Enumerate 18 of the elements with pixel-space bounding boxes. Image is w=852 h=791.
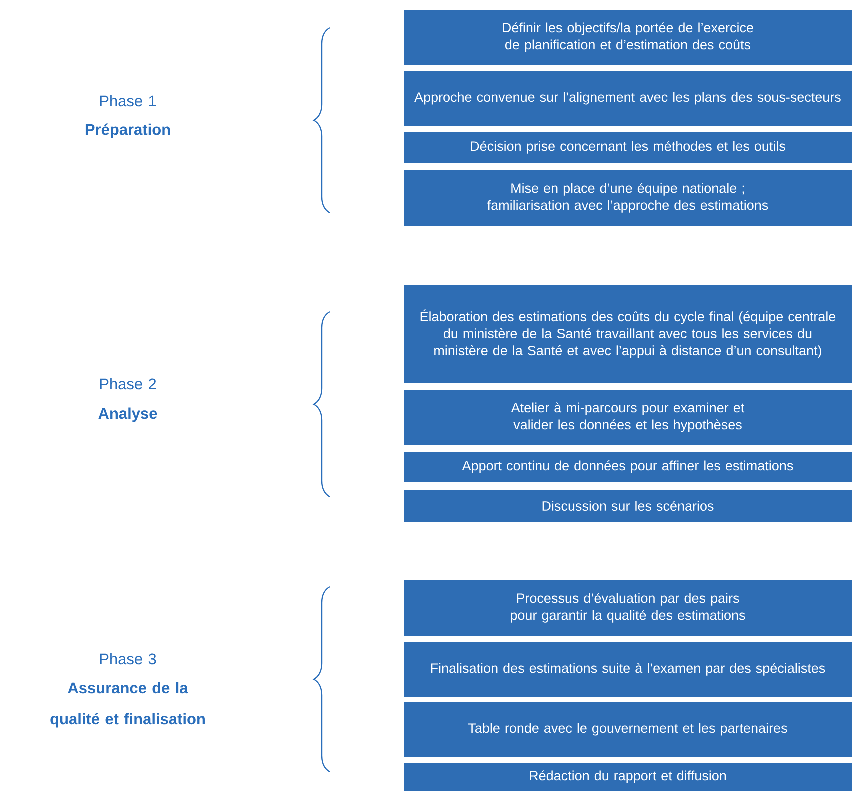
phase-label: Analyse <box>98 408 158 422</box>
step-box: Définir les objectifs/la portée de l’exercice de planification et d’estimation des coûts <box>404 10 852 65</box>
phase-label: Phase 1 <box>100 95 156 107</box>
step-box: Apport continu de données pour affiner les estimations <box>404 452 852 482</box>
step-box: Processus d’évaluation par des pairs pour garantir la qualité des estimations <box>404 580 852 636</box>
step-box: Décision prise concernant les méthodes et les outils <box>404 132 852 163</box>
phase-label: Préparation <box>86 124 170 138</box>
step-box: Approche convenue sur l’alignement avec les plans des sous-secteurs <box>404 70 852 126</box>
phase-label: Phase 3 <box>100 653 156 665</box>
step-box: Mise en place d’une équipe nationale ; familiarisation avec l’approche des estimations <box>404 170 852 226</box>
step-box: Discussion sur les scénarios <box>404 490 852 522</box>
step-box: Finalisation des estimations suite à l’examen par des spécialistes <box>404 642 852 697</box>
step-box: Rédaction du rapport et diffusion <box>404 762 852 791</box>
step-box: Table ronde avec le gouvernement et les partenaires <box>404 702 852 757</box>
step-box: Atelier à mi-parcours pour examiner et valider les données et les hypothèses <box>404 390 852 445</box>
phase-label: Assurance de la qualité et finalisation <box>50 682 205 728</box>
phase-label: Phase 2 <box>100 378 156 390</box>
step-box: Élaboration des estimations des coûts du cycle final (équipe centrale du ministère de la Santé travaillant avec tous les services du ministère de la Santé et avec l’appui à distance d’un consultant) <box>404 284 852 383</box>
